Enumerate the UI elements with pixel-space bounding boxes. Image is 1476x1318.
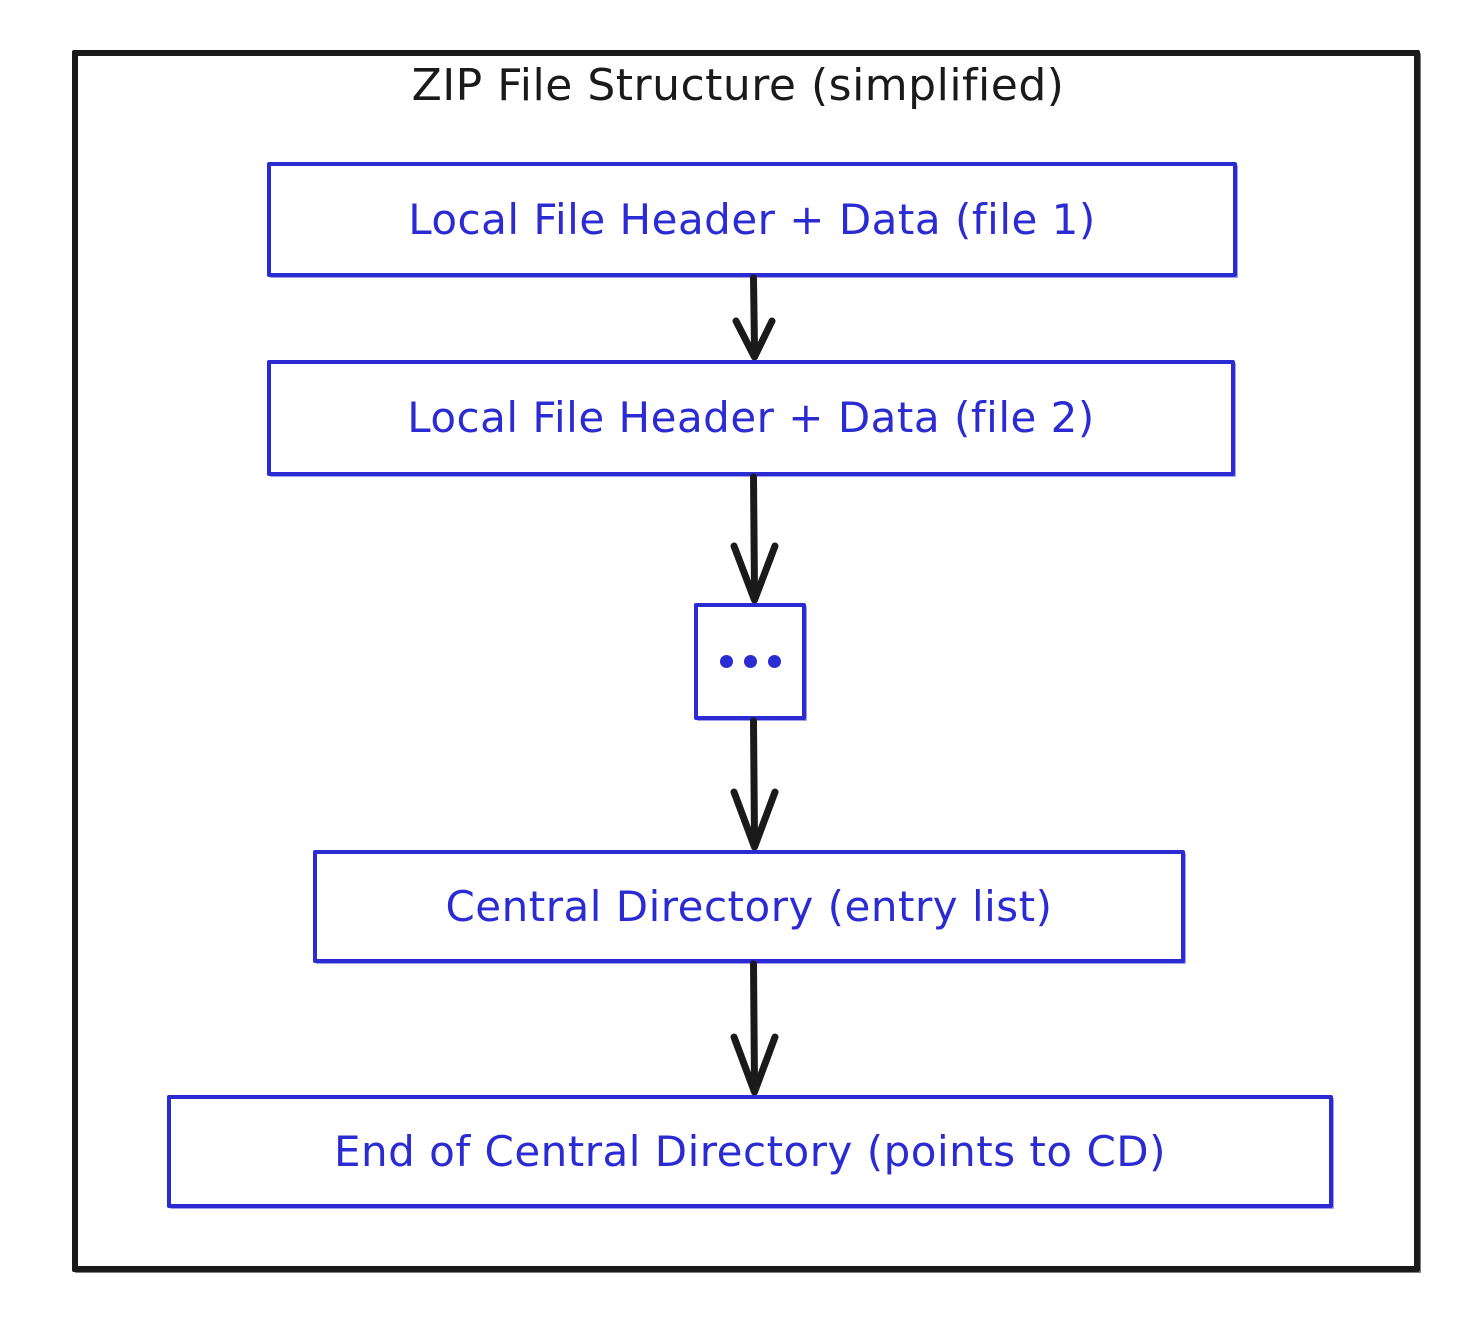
- node-end-of-central-directory[interactable]: End of Central Directory (points to CD): [167, 1095, 1333, 1208]
- node-label: Local File Header + Data (file 1): [408, 194, 1096, 244]
- node-label: Central Directory (entry list): [445, 881, 1053, 931]
- node-local-file-header-2[interactable]: Local File Header + Data (file 2): [267, 360, 1235, 476]
- ellipsis-icon: [719, 655, 781, 668]
- page-title: ZIP File Structure (simplified): [411, 60, 1065, 111]
- node-ellipsis[interactable]: ...: [694, 603, 806, 720]
- node-label: Local File Header + Data (file 2): [407, 393, 1095, 442]
- diagram-frame: [72, 50, 1420, 1272]
- node-label: End of Central Directory (points to CD): [334, 1126, 1166, 1176]
- node-local-file-header-1[interactable]: Local File Header + Data (file 1): [267, 162, 1237, 277]
- node-central-directory[interactable]: Central Directory (entry list): [313, 850, 1185, 963]
